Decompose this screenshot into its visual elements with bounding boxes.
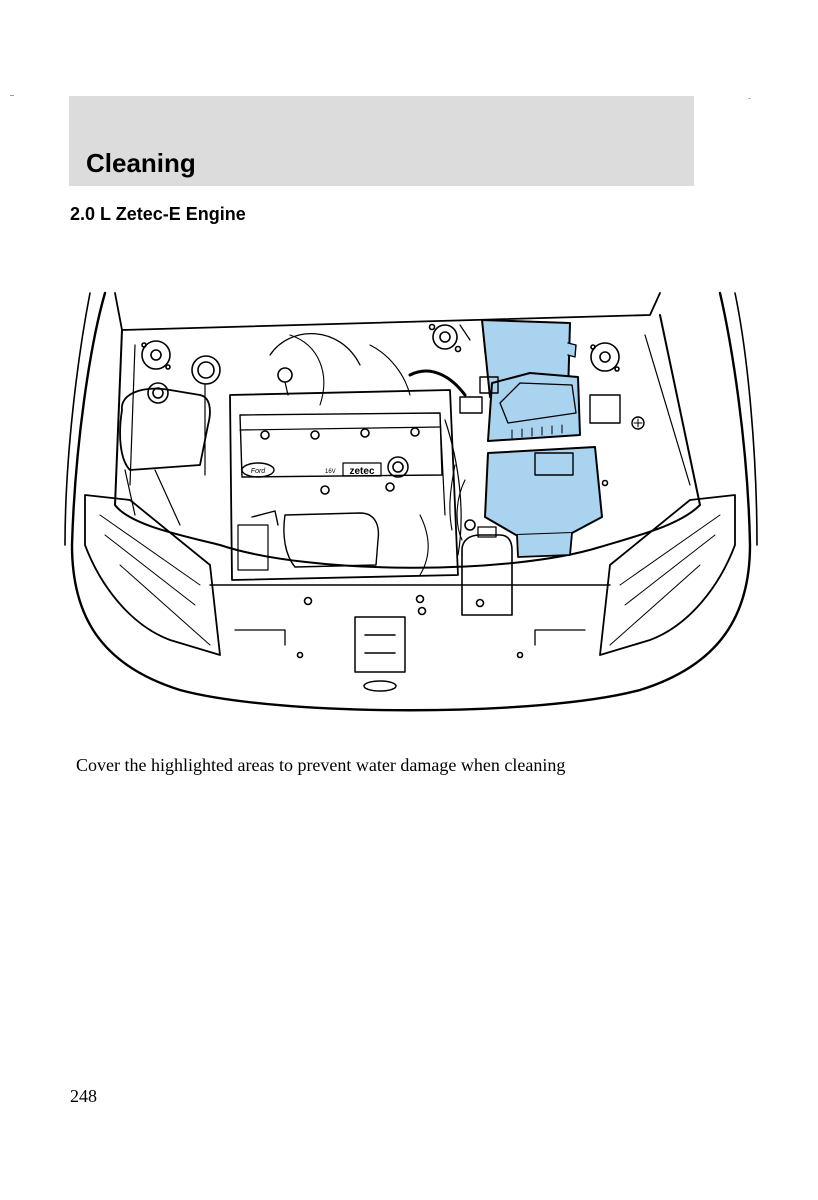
washer-reservoir	[461, 534, 513, 616]
engine-bay-outline	[114, 314, 701, 569]
right-headlamp	[599, 494, 736, 656]
hood-latch	[354, 616, 406, 673]
front-badge	[363, 680, 397, 692]
crop-mark-right	[748, 98, 751, 99]
engine-compartment-illustration: Ford 16V zetec	[60, 285, 760, 725]
page-title: Cleaning	[86, 148, 196, 178]
section-heading: 2.0 L Zetec-E Engine	[70, 204, 246, 224]
car-body-outline	[70, 291, 752, 712]
ford-logo	[241, 462, 275, 478]
coolant-reservoir	[119, 387, 211, 471]
ford-logo-text: Ford	[251, 468, 267, 475]
oil-filler-cap	[387, 456, 409, 478]
engine-prefix-text: 16V	[325, 469, 336, 475]
figure-caption: Cover the highlighted areas to prevent w…	[76, 755, 566, 775]
engine-diagram-svg: Ford 16V zetec	[64, 291, 758, 712]
page-header: Cleaning	[69, 96, 694, 186]
engine-badge-text: zetec	[349, 466, 374, 477]
left-headlamp	[84, 494, 221, 656]
hood-edge	[114, 292, 661, 331]
crop-mark-left	[10, 95, 14, 96]
page-number: 248	[70, 1086, 97, 1106]
engine-cover	[229, 389, 459, 581]
